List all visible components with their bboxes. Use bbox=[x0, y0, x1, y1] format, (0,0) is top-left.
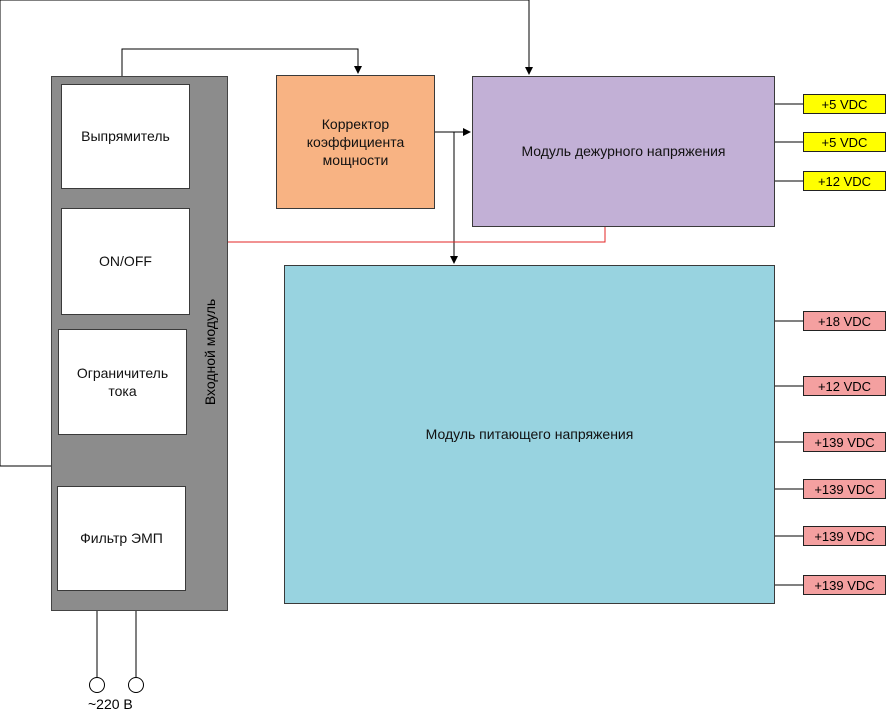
rectifier-to-corrector-line bbox=[122, 49, 362, 84]
standby-output-badge: +12 VDC bbox=[803, 171, 886, 191]
standby-output-badge: +5 VDC bbox=[803, 94, 886, 114]
standby-module-label: Модуль дежурного напряжения bbox=[521, 143, 726, 160]
standby-voltage-module: Модуль дежурного напряжения bbox=[472, 76, 775, 227]
on-off-label: ON/OFF bbox=[99, 253, 152, 270]
power-factor-corrector-block: Корректор коэффициента мощности bbox=[276, 75, 435, 209]
mains-voltage-label: ~220 В bbox=[88, 696, 133, 712]
emi-filter-label: Фильтр ЭМП bbox=[80, 530, 163, 547]
standby-feed-line bbox=[0, 0, 533, 466]
main-output-label: +139 VDC bbox=[814, 577, 875, 593]
current-limiter-block: Ограничитель тока bbox=[58, 329, 187, 435]
main-output-badge: +139 VDC bbox=[803, 432, 886, 452]
main-output-badge: +139 VDC bbox=[803, 479, 886, 499]
main-output-label: +139 VDC bbox=[814, 481, 875, 497]
main-output-badge: +139 VDC bbox=[803, 575, 886, 595]
mains-terminal-icon bbox=[89, 677, 105, 693]
input-module-label: Входной модуль bbox=[202, 298, 218, 406]
standby-control-feedback-line bbox=[192, 227, 605, 246]
corrector-label: Корректор коэффициента мощности bbox=[306, 115, 405, 169]
current-limiter-label: Ограничитель тока bbox=[76, 364, 169, 399]
main-output-label: +12 VDC bbox=[817, 378, 872, 394]
emi-filter-block: Фильтр ЭМП bbox=[57, 486, 186, 591]
main-output-badge: +18 VDC bbox=[803, 311, 886, 331]
main-output-label: +139 VDC bbox=[814, 528, 875, 544]
main-output-label: +139 VDC bbox=[814, 434, 875, 450]
main-output-badge: +139 VDC bbox=[803, 526, 886, 546]
mains-terminal-icon bbox=[128, 677, 144, 693]
main-supply-module: Модуль питающего напряжения bbox=[284, 265, 775, 604]
rectifier-block: Выпрямитель bbox=[61, 84, 190, 189]
rectifier-label: Выпрямитель bbox=[81, 128, 170, 145]
main-module-label: Модуль питающего напряжения bbox=[425, 426, 634, 443]
on-off-block: ON/OFF bbox=[61, 208, 190, 315]
standby-output-label: +5 VDC bbox=[821, 96, 868, 112]
main-output-label: +18 VDC bbox=[817, 313, 872, 329]
standby-output-badge: +5 VDC bbox=[803, 132, 886, 152]
standby-output-label: +5 VDC bbox=[821, 134, 868, 150]
main-output-badge: +12 VDC bbox=[803, 376, 886, 396]
standby-output-label: +12 VDC bbox=[817, 173, 872, 189]
